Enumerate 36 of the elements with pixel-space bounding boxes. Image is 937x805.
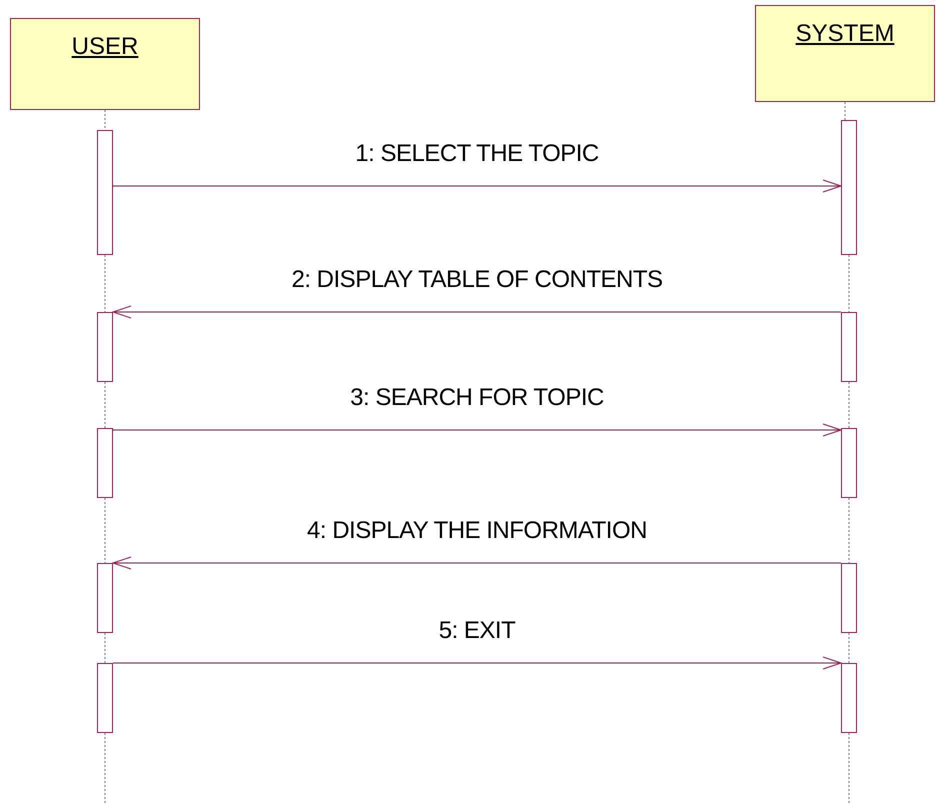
activation-bar [97,130,113,255]
activation-bar [97,663,113,733]
lifeline [104,498,106,564]
lifeline [848,732,850,805]
activation-bar [841,120,857,255]
lifeline [104,254,106,312]
edge-label: 1: SELECT THE TOPIC [355,140,599,168]
activation-bar [97,563,113,633]
activation-bar [841,312,857,382]
actor-box [755,5,935,102]
edge-label: 3: SEARCH FOR TOPIC [350,384,604,412]
lifeline [104,382,106,428]
message-arrow [112,424,842,436]
actor-name: SYSTEM [796,20,894,48]
message-arrow [112,306,842,318]
lifeline [104,632,106,664]
lifeline [848,498,850,564]
activation-bar [841,428,857,498]
lifeline [844,102,846,120]
message-arrow [112,656,842,670]
activation-bar [97,312,113,382]
activation-bar [97,428,113,498]
activation-bar [841,563,857,633]
lifeline [848,254,850,312]
actor-name: USER [72,33,138,61]
lifeline [848,632,850,664]
edge-label: 4: DISPLAY THE INFORMATION [307,517,647,545]
activation-bar [841,663,857,733]
message-arrow [112,180,842,192]
edge-label: 5: EXIT [438,617,516,645]
lifeline [848,382,850,428]
actor-box [10,18,200,110]
lifeline [104,110,106,130]
edge-label: 2: DISPLAY TABLE OF CONTENTS [292,266,662,294]
lifeline [104,732,106,805]
message-arrow [112,556,842,570]
